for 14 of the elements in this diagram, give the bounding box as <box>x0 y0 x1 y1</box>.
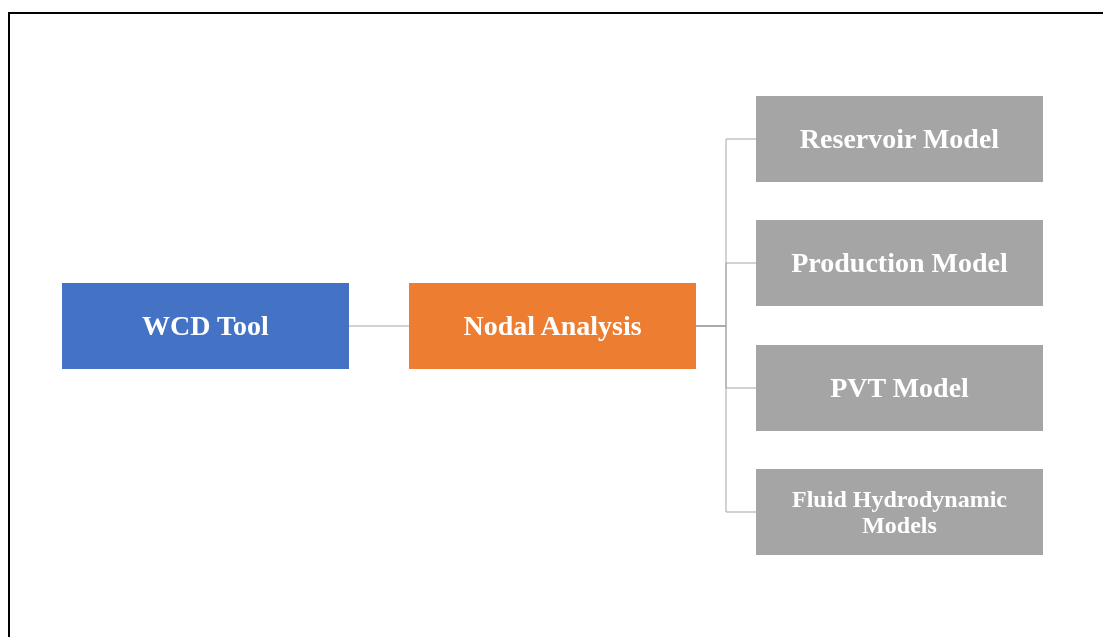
box-label: Production Model <box>791 247 1008 279</box>
process-box <box>409 283 696 369</box>
box-label: Reservoir Model <box>799 123 1000 155</box>
process-box <box>756 96 1043 182</box>
process-box <box>756 469 1043 555</box>
connector-line <box>348 325 410 327</box>
box-label: Fluid Hydrodynamic Models <box>791 485 1008 539</box>
box-label: WCD Tool <box>142 310 269 342</box>
connector-line <box>695 325 757 513</box>
box-label: PVT Model <box>830 372 969 404</box>
process-box <box>756 345 1043 431</box>
process-box <box>62 283 349 369</box>
process-box <box>756 220 1043 306</box>
box-label: Nodal Analysis <box>463 310 642 342</box>
